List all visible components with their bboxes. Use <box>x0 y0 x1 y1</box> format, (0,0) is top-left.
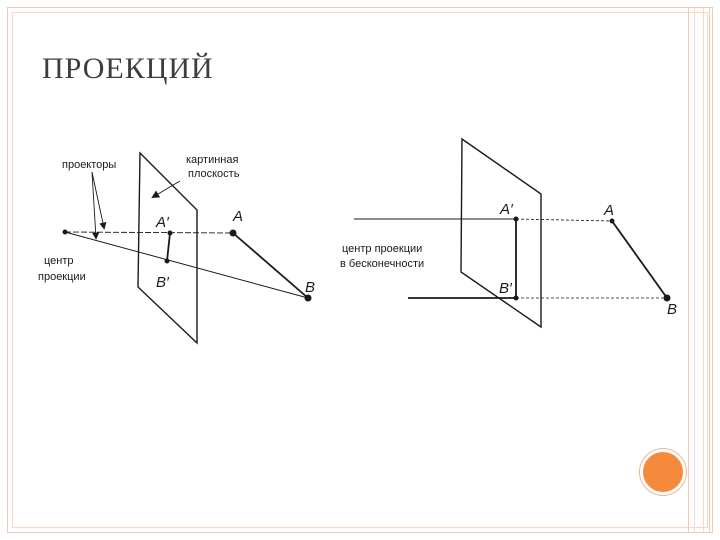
left-segment-ab <box>232 232 309 299</box>
left-projector-a <box>64 231 234 234</box>
slide-frame-outer <box>7 7 713 533</box>
right-label-center-1: центр проекции <box>342 243 422 255</box>
left-label-a: A <box>232 208 243 225</box>
left-segment-ab-proj <box>166 232 171 262</box>
right-projector-a-dashed <box>515 218 613 222</box>
left-label-b: B <box>305 279 315 296</box>
left-center-point <box>62 229 68 235</box>
left-point-b-proj <box>164 258 170 264</box>
left-label-center-1: центр <box>44 255 74 267</box>
right-label-b: B <box>667 301 677 318</box>
slide-title: ПРОЕКЦИЙ <box>42 52 214 85</box>
left-label-b-proj: B′ <box>156 274 170 291</box>
left-plane-arrow <box>151 180 181 199</box>
right-point-a-proj <box>513 216 519 222</box>
left-label-a-proj: A′ <box>155 214 170 231</box>
right-segment-ab <box>611 220 668 299</box>
right-point-b <box>663 294 671 302</box>
central-projection-diagram: проекторы картинная плоскость центр прое… <box>38 151 315 345</box>
right-label-center-2: в бесконечности <box>340 258 424 270</box>
left-projectors-arrow-1 <box>91 171 100 240</box>
left-projectors-arrow-2 <box>91 171 107 230</box>
left-label-projectors: проекторы <box>62 159 116 171</box>
left-picture-plane <box>137 151 198 345</box>
parallel-projection-diagram: центр проекции в бесконечности A′ B′ A B <box>340 137 677 329</box>
decorative-orange-circle <box>640 449 686 495</box>
right-picture-plane <box>460 137 542 329</box>
slide-frame-inner <box>12 12 708 528</box>
left-label-center-2: проекции <box>38 271 86 283</box>
slide-side-band <box>688 8 710 532</box>
left-point-a-proj <box>167 230 173 236</box>
left-label-plane-1: картинная <box>186 154 238 166</box>
right-label-a-proj: A′ <box>499 201 514 218</box>
right-point-a <box>609 218 615 224</box>
right-point-b-proj <box>513 295 519 301</box>
left-label-plane-2: плоскость <box>188 168 240 180</box>
right-label-a: A <box>603 202 614 219</box>
left-point-b <box>304 294 312 302</box>
right-label-b-proj: B′ <box>499 280 513 297</box>
left-projector-b <box>64 231 309 299</box>
left-point-a <box>229 229 237 237</box>
